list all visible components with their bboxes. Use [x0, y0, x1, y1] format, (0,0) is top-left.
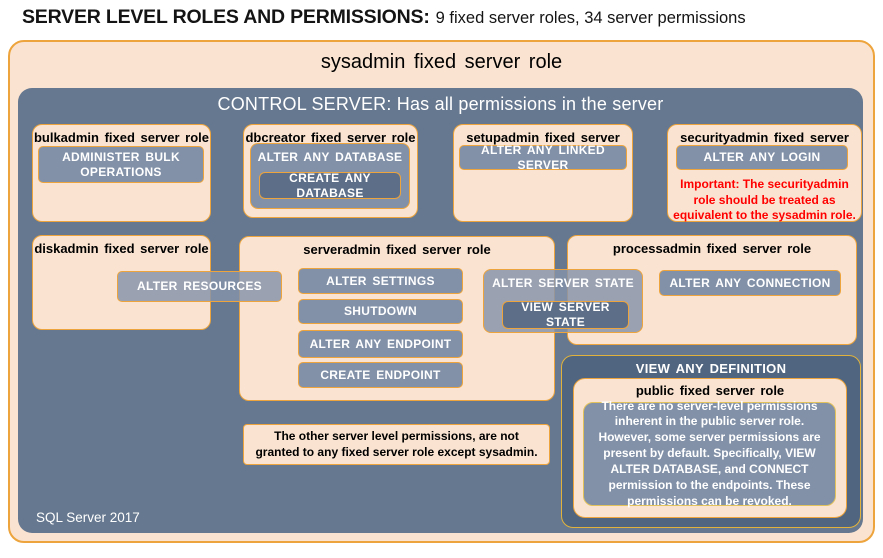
alter-server-state-label: ALTER SERVER STATE — [492, 276, 634, 290]
page-title-subtitle: 9 fixed server roles, 34 server permissi… — [435, 9, 746, 27]
permission-alter-server-state: ALTER SERVER STATE VIEW SERVER STATE — [483, 269, 643, 333]
role-box-bulkadmin: bulkadmin fixed server role ADMINISTER B… — [32, 124, 211, 222]
role-box-dbcreator: dbcreator fixed server role ALTER ANY DA… — [243, 124, 418, 218]
public-role-title: public fixed server role — [635, 383, 785, 398]
processadmin-title: processadmin fixed server role — [612, 241, 812, 256]
dbcreator-title: dbcreator fixed server role — [245, 130, 416, 145]
permission-shutdown: SHUTDOWN — [298, 299, 463, 324]
diskadmin-title: diskadmin fixed server role — [34, 241, 209, 256]
permission-create-any-database: CREATE ANY DATABASE — [259, 171, 401, 200]
permission-view-any-definition: VIEW ANY DEFINITION — [635, 361, 787, 376]
page-title: SERVER LEVEL ROLES AND PERMISSIONS: 9 fix… — [22, 6, 746, 29]
permission-alter-any-endpoint: ALTER ANY ENDPOINT — [298, 330, 463, 358]
control-server-title: CONTROL SERVER: Has all permissions in t… — [217, 94, 664, 114]
role-box-setupadmin: setupadmin fixed server role ALTER ANY L… — [453, 124, 633, 222]
permission-administer-bulk-operations: ADMINISTER BULK OPERATIONS — [38, 146, 204, 183]
role-box-securityadmin: securityadmin fixed server role ALTER AN… — [667, 124, 862, 222]
role-box-serveradmin: serveradmin fixed server role ALTER SETT… — [239, 236, 555, 401]
sysadmin-role-title: sysadmin fixed server role — [320, 51, 563, 73]
bulkadmin-title: bulkadmin fixed server role — [33, 130, 210, 145]
sysadmin-role-container: sysadmin fixed server role CONTROL SERVE… — [8, 40, 875, 543]
view-any-definition-container: VIEW ANY DEFINITION public fixed server … — [561, 355, 861, 528]
control-server-container: CONTROL SERVER: Has all permissions in t… — [18, 88, 863, 533]
role-box-public: public fixed server role There are no se… — [573, 378, 847, 518]
permission-create-endpoint: CREATE ENDPOINT — [298, 362, 463, 388]
permission-alter-any-login: ALTER ANY LOGIN — [676, 145, 848, 170]
permission-alter-settings: ALTER SETTINGS — [298, 268, 463, 294]
alter-any-database-label: ALTER ANY DATABASE — [257, 150, 403, 164]
sql-server-version-label: SQL Server 2017 — [36, 510, 140, 525]
permission-alter-any-connection: ALTER ANY CONNECTION — [659, 270, 841, 296]
page-title-main: SERVER LEVEL ROLES AND PERMISSIONS: — [22, 6, 430, 28]
serveradmin-title: serveradmin fixed server role — [303, 242, 491, 257]
permission-alter-resources: ALTER RESOURCES — [117, 271, 282, 302]
other-permissions-note: The other server level permissions, are … — [243, 424, 550, 465]
public-role-description: There are no server-level permissions in… — [583, 399, 836, 508]
securityadmin-warning: Important: The securityadmin role should… — [673, 177, 856, 223]
permission-alter-any-linked-server: ALTER ANY LINKED SERVER — [459, 143, 627, 172]
permission-alter-any-database: ALTER ANY DATABASE CREATE ANY DATABASE — [250, 143, 410, 209]
permission-view-server-state: VIEW SERVER STATE — [502, 300, 629, 329]
